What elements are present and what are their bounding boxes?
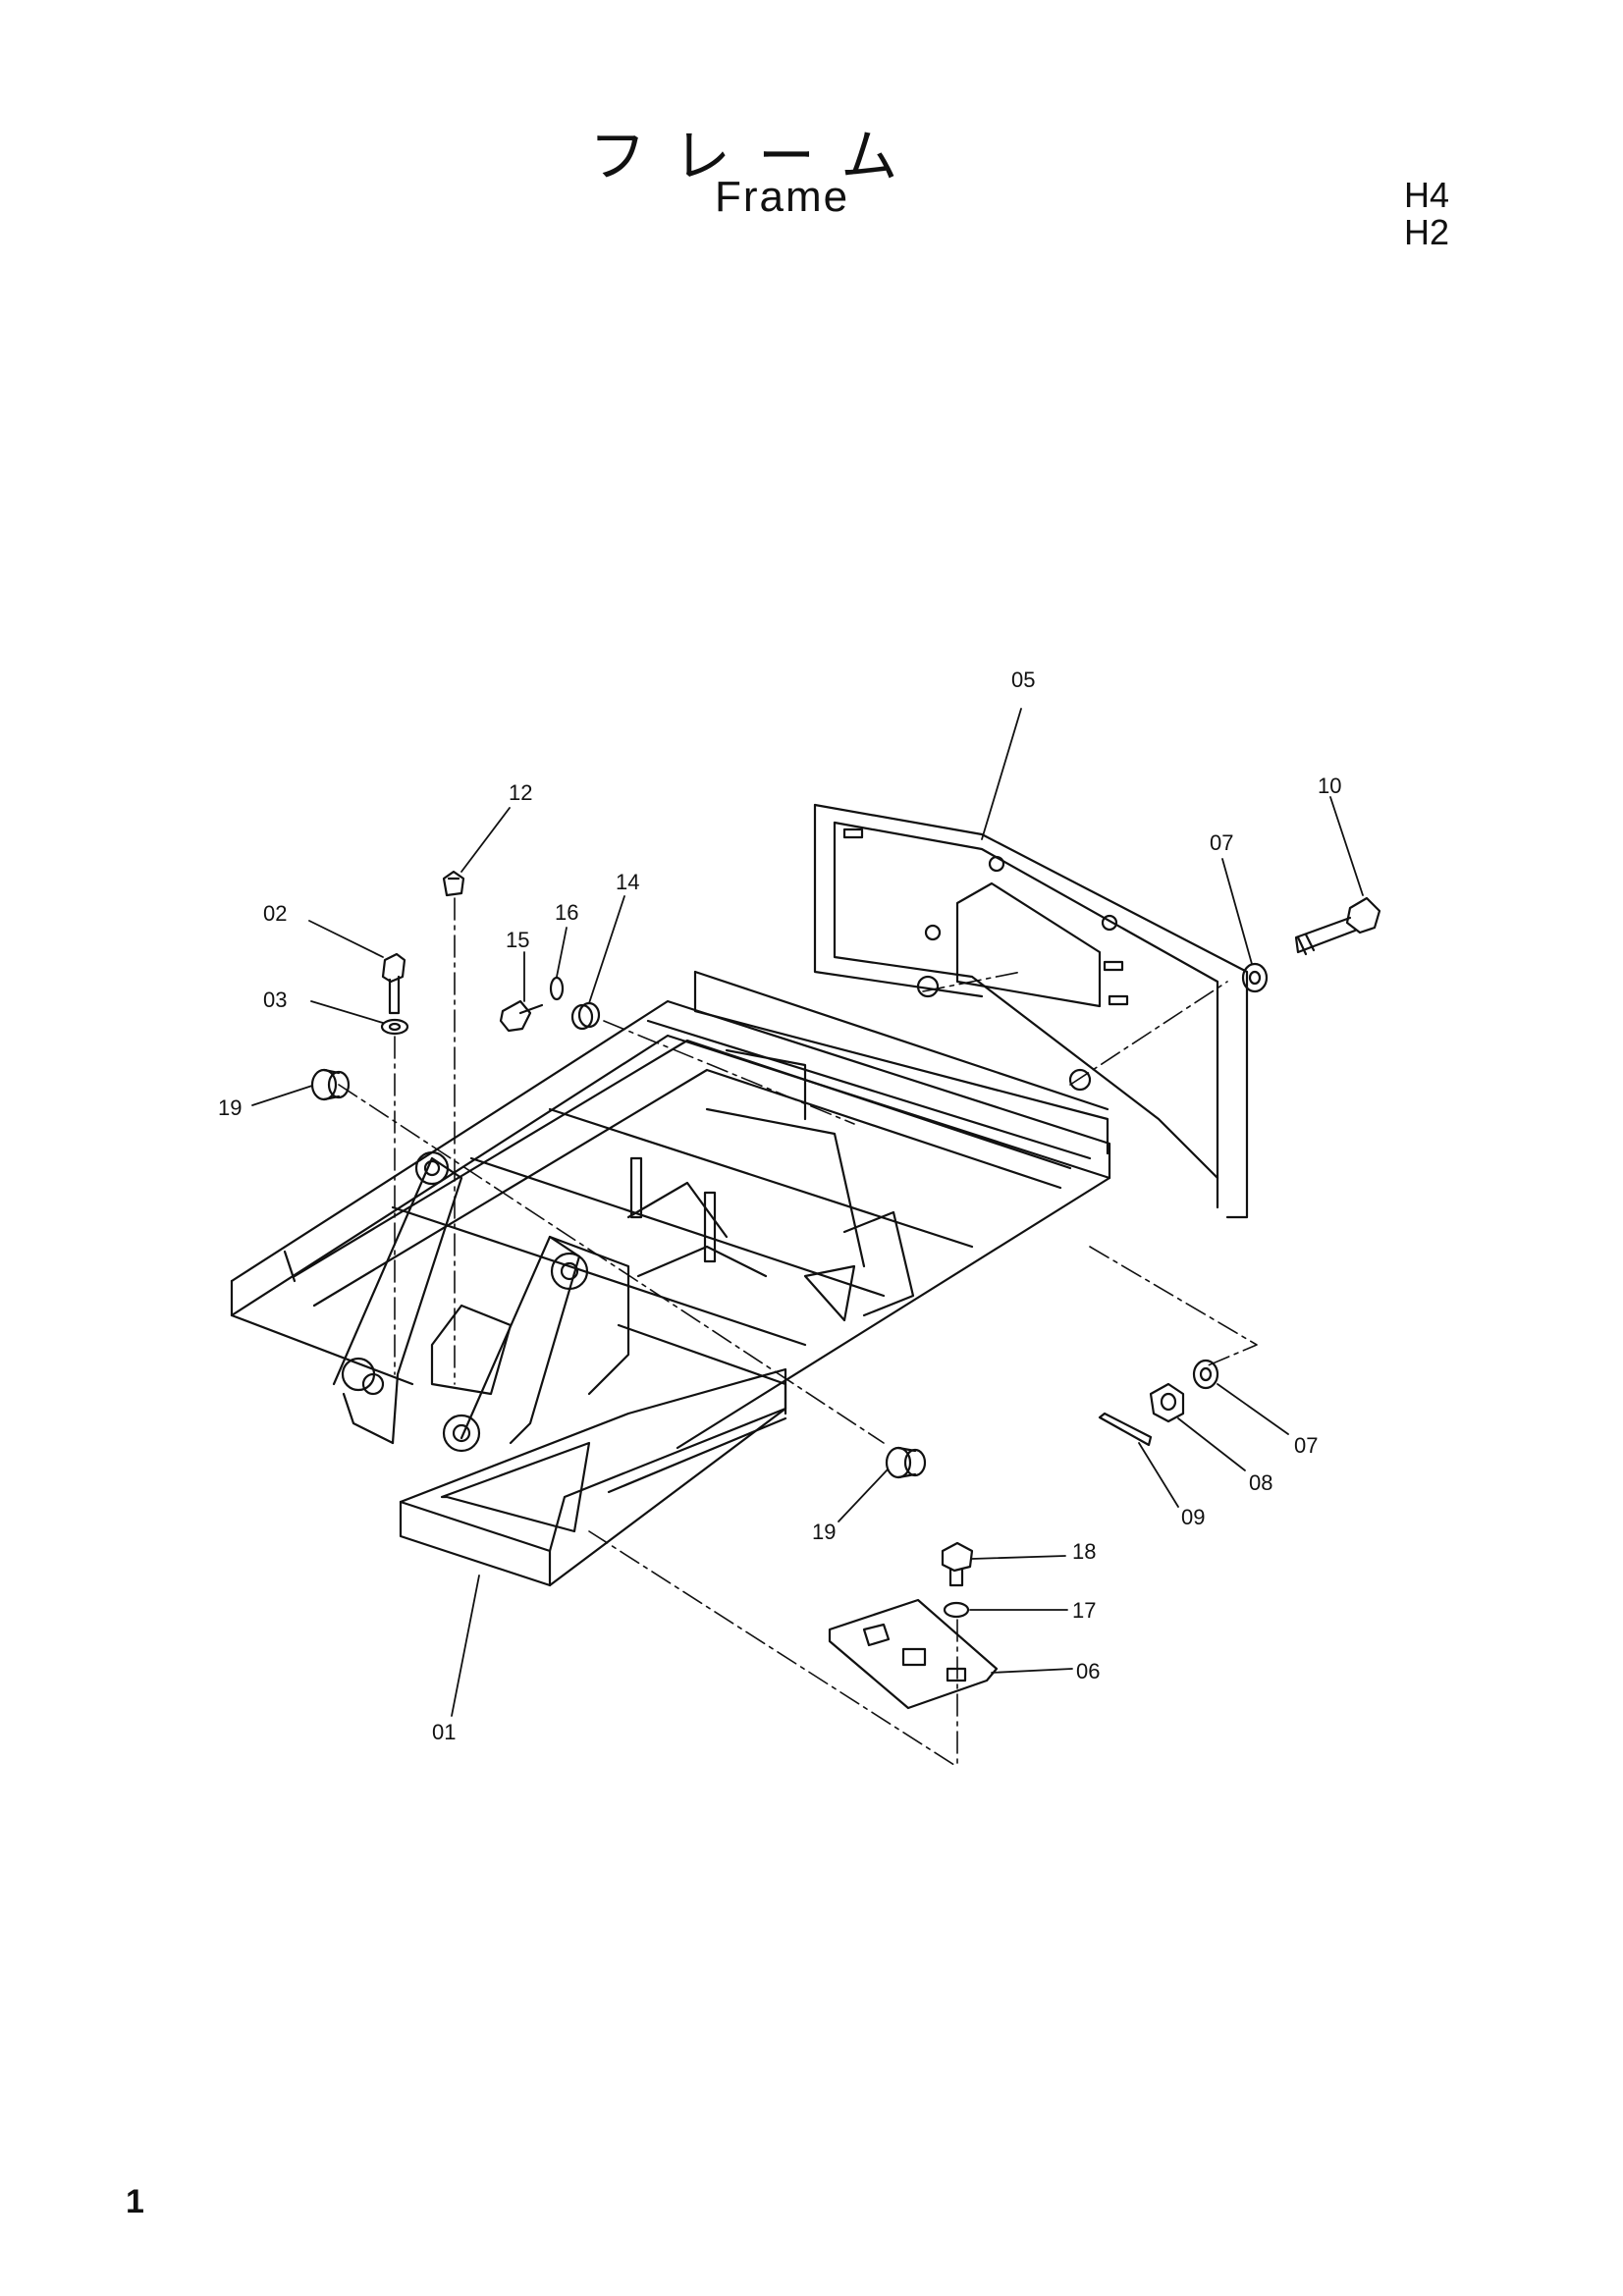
callout-09: 09: [1181, 1505, 1205, 1529]
part-10-bolt: [1294, 896, 1381, 956]
callout-15: 15: [506, 928, 529, 952]
part-03-washer: [380, 1018, 409, 1036]
callout-05: 05: [1011, 667, 1035, 692]
frame-body: [230, 970, 1111, 1450]
callout-02: 02: [263, 901, 287, 926]
part-15-bolt: [499, 999, 544, 1033]
callout-08: 08: [1249, 1470, 1272, 1495]
callout-14: 14: [616, 870, 639, 894]
part-07-washer-upper: [1241, 962, 1269, 993]
page-number: 1: [126, 2183, 144, 2220]
part-16-washer: [549, 976, 565, 1001]
part-12-grease-fitting: [442, 870, 465, 897]
callout-19: 19: [218, 1095, 242, 1120]
callout-07: 07: [1210, 830, 1233, 855]
counterweight: [813, 803, 1249, 1219]
leader-lines: [251, 708, 1364, 1717]
part-09-cotter-pin: [1098, 1412, 1153, 1447]
callout-01: 01: [432, 1720, 456, 1744]
part-06-plate: [828, 1598, 999, 1710]
callout-06: 06: [1076, 1659, 1100, 1683]
callout-12: 12: [509, 780, 532, 805]
internal-supports: [626, 1048, 915, 1322]
callout-17: 17: [1072, 1598, 1096, 1623]
callout-07: 07: [1294, 1433, 1318, 1458]
part-17-washer: [943, 1601, 970, 1619]
part-07-washer-lower: [1192, 1359, 1219, 1390]
part-19-bushing-upper: [310, 1068, 351, 1101]
boom-bracket-left: [332, 1150, 463, 1445]
callout-19: 19: [812, 1520, 836, 1544]
front-step: [399, 1367, 787, 1587]
callout-labels: 05 10 07 12 02 03 15 16 14 19 07 08 09 1…: [218, 667, 1341, 1744]
page-title: Frame: [715, 173, 850, 221]
boom-bracket-right: [442, 1235, 630, 1453]
model-code: H4: [1404, 175, 1450, 215]
assembly-lines: [338, 897, 1258, 1768]
callout-03: 03: [263, 988, 287, 1012]
part-08-nut: [1149, 1382, 1185, 1423]
callout-18: 18: [1072, 1539, 1096, 1564]
part-19-bushing-lower: [885, 1446, 927, 1479]
callout-10: 10: [1318, 774, 1341, 798]
part-02-bolt: [381, 952, 406, 1015]
part-18-bolt: [941, 1541, 974, 1587]
model-code: H2: [1404, 212, 1450, 252]
page-title-japanese: フレーム: [589, 123, 926, 189]
cover-channel: [430, 1304, 787, 1415]
part-14-spacer: [570, 1001, 601, 1031]
callout-16: 16: [555, 900, 578, 925]
